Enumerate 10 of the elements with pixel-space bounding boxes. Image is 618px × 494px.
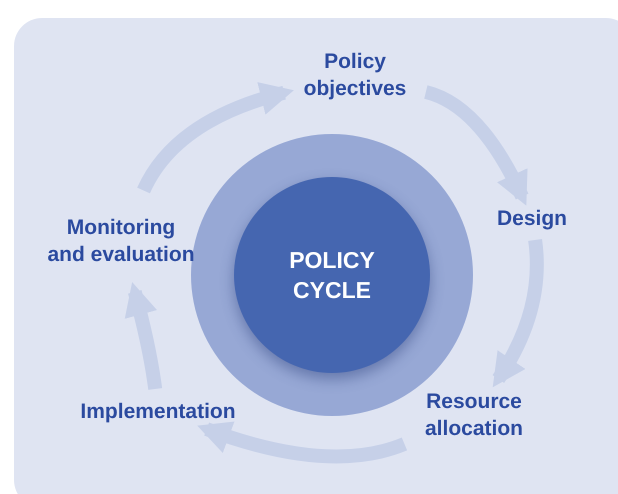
cycle-arrow — [492, 239, 544, 388]
stage-label: Monitoring and evaluation — [46, 196, 196, 286]
stage-label: Policy objectives — [290, 44, 420, 106]
stage-label: Implementation — [58, 395, 258, 427]
stage-label: Resource allocation — [410, 384, 538, 446]
cycle-arrow — [124, 282, 162, 390]
cycle-arrow — [197, 421, 407, 464]
stage-label: Design — [486, 202, 578, 234]
cycle-arrow — [424, 85, 528, 206]
cycle-arrow — [137, 82, 294, 194]
